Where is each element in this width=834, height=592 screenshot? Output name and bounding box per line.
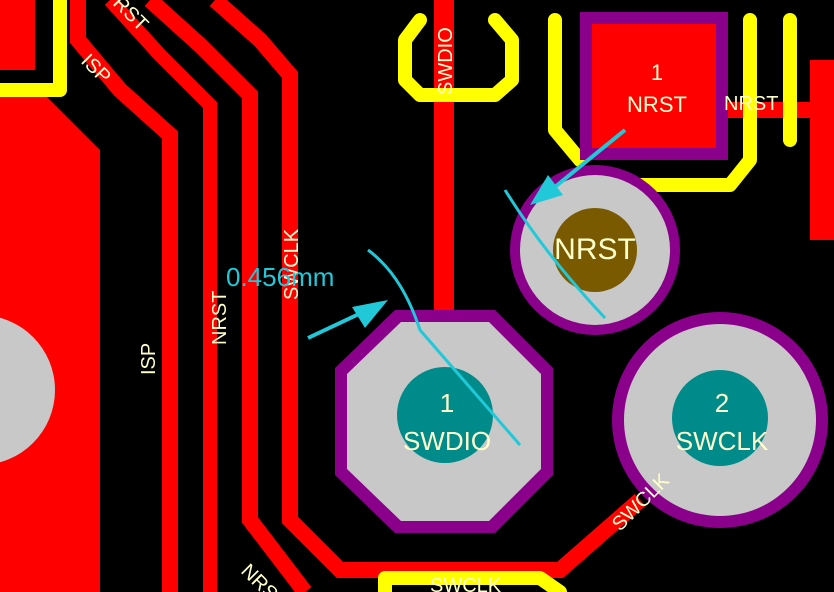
pad-swclk[interactable] [612, 312, 828, 528]
pad-swdio-number: 1 [440, 388, 454, 418]
copper-trace-nrst-left [144, 0, 312, 592]
trace-labels: SWDIO ISP NRST SWCLK ISP RST NRST SWCLK … [76, 0, 778, 592]
pad-swclk-net: SWCLK [676, 426, 769, 456]
copper-pour-left [0, 90, 100, 592]
pad-nrst-smd-number: 1 [651, 60, 663, 85]
silk-outline-topleft [0, 0, 67, 97]
pad-nrst-via-net: NRST [554, 233, 636, 266]
pad-nrst-via-drill [553, 208, 637, 292]
pad-labels: 1 SWDIO 2 SWCLK NRST 1 NRST [403, 60, 769, 456]
pad-swdio[interactable] [335, 310, 553, 533]
trace-label-nrst-left: NRST [209, 291, 231, 345]
trace-label-isp-left: ISP [138, 343, 160, 375]
measure-arrow-left-head [352, 300, 388, 328]
trace-label-swdio-top: SWDIO [435, 27, 457, 95]
pad-nrst-smd-net: NRST [627, 92, 687, 117]
pad-nrst-via[interactable] [510, 165, 680, 335]
trace-label-swclk-mid: SWCLK [281, 228, 303, 300]
silk-outline-swdio-header [398, 13, 519, 102]
pad-nrst-smd-copper [592, 24, 716, 148]
trace-label-nrst-right: NRST [724, 93, 778, 115]
copper-trace-right-edge [810, 60, 834, 240]
copper-pad-topleft [0, 0, 35, 70]
pad-swdio-drill [397, 367, 493, 463]
pad-swclk-number: 2 [715, 388, 729, 418]
clearance-measurement[interactable]: 0.456mm [226, 128, 627, 446]
silk-outline-nrst-smd-right [633, 13, 757, 192]
pad-swdio-net: SWDIO [403, 426, 491, 456]
measure-arrow-right-head [530, 175, 563, 205]
pad-nrst-smd[interactable] [580, 12, 728, 160]
measure-arrow-right-shaft [543, 128, 627, 197]
silk-outline-bottom [378, 571, 567, 592]
measure-line-right [503, 189, 607, 320]
copper-trace-isp-outer [70, 0, 178, 592]
pad-swclk-drill [672, 370, 768, 466]
measure-line-left [367, 248, 522, 446]
silk-outline-nrst-smd-left [548, 13, 587, 167]
copper-trace-swclk-mid [209, 0, 646, 578]
pad-large-left[interactable] [0, 315, 55, 465]
measurement-value: 0.456mm [226, 262, 334, 292]
silkscreen [0, 0, 797, 592]
copper-trace-isp-inner [104, 0, 217, 592]
trace-label-swclk-bottom: SWCLK [430, 575, 502, 592]
